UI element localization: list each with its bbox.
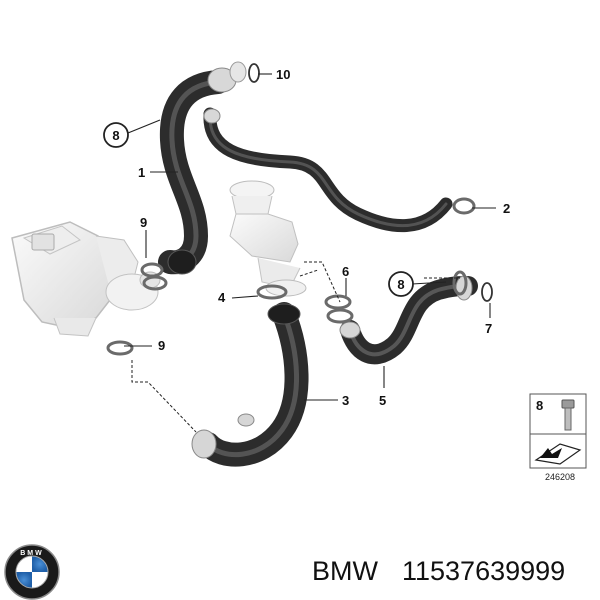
bmw-logo: BMW [4,544,60,600]
callout-9-upper: 9 [140,215,147,230]
clamps [106,197,476,356]
callout-4: 4 [218,290,226,305]
callout-7: 7 [485,321,492,336]
svg-text:BMW: BMW [20,550,44,557]
o-ring-10 [248,63,260,83]
svg-text:8: 8 [397,277,404,292]
leader-lines [124,73,496,401]
callout-6: 6 [342,264,349,279]
thermostat-housing [229,180,307,297]
svg-text:246208: 246208 [545,472,575,482]
callout-2: 2 [503,201,510,216]
legend-box: 8 246208 [529,393,587,482]
water-pump [11,221,161,337]
callout-9-lower: 9 [158,338,165,353]
bolt-icon [561,399,575,431]
callout-8-top: 8 [103,122,129,148]
footer-part-number: 11537639999 [402,556,565,586]
svg-text:8: 8 [536,398,543,413]
callout-3: 3 [342,393,349,408]
footer-brand: BMW [312,556,379,586]
svg-text:8: 8 [112,128,119,143]
callout-10: 10 [276,67,290,82]
callout-5: 5 [379,393,386,408]
callout-1: 1 [138,165,145,180]
o-ring-7 [481,282,493,302]
hose-3 [196,302,309,467]
arrow-icon [534,443,582,465]
assembly-lines [131,261,460,433]
callout-8-right: 8 [388,271,414,297]
